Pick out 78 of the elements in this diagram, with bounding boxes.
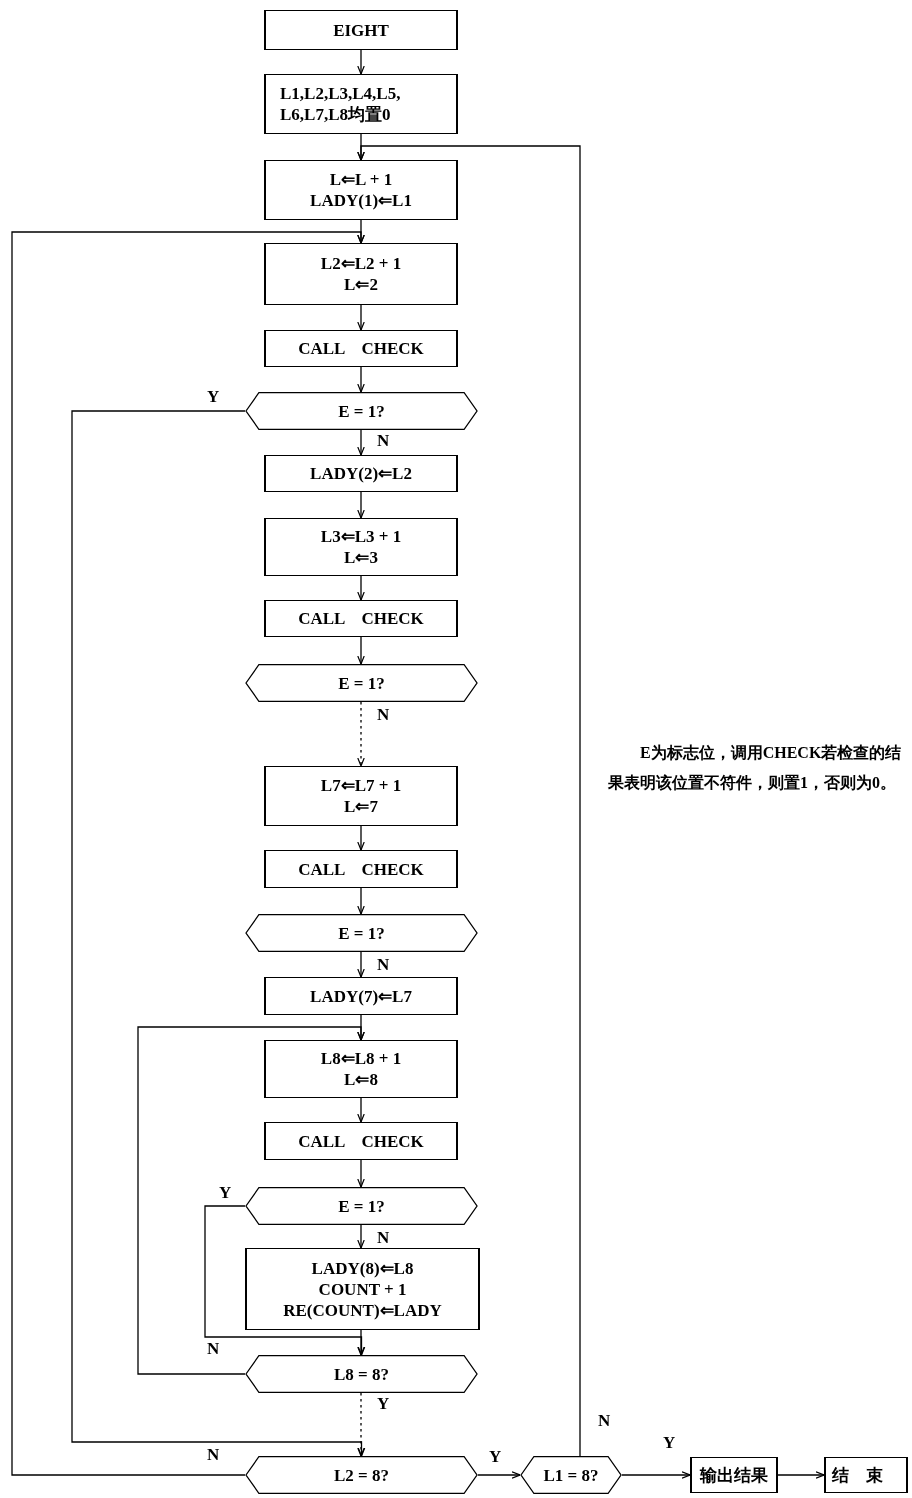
statement-text: L⇐3 xyxy=(344,547,378,568)
condition-text: E = 1? xyxy=(338,672,385,694)
process-box xyxy=(264,330,458,367)
statement-text: 输出结果 xyxy=(700,1464,768,1486)
arrow xyxy=(357,887,365,915)
arrow xyxy=(357,1224,365,1249)
condition-text: E = 1? xyxy=(338,1195,385,1217)
note-text: E为标志位，调用CHECK若检查的结果表明该位置不符件，则置1，否则为0。 xyxy=(608,743,903,793)
arrow xyxy=(357,701,365,767)
statement-text: EIGHT xyxy=(333,19,389,41)
arrow xyxy=(621,1471,691,1479)
statement-text: L8⇐L8 + 1 xyxy=(320,1048,402,1069)
statement-text: LADY(1)⇐L1 xyxy=(310,190,412,211)
arrow xyxy=(357,575,365,601)
arrow xyxy=(357,1329,365,1356)
decision-hexagon xyxy=(245,664,478,702)
decision-hexagon xyxy=(245,1355,478,1393)
process-box xyxy=(264,10,458,50)
condition-text: L2 = 8? xyxy=(334,1464,389,1486)
arrow xyxy=(777,1471,825,1479)
process-box xyxy=(264,766,458,826)
arrow xyxy=(357,491,365,519)
process-box xyxy=(264,74,458,134)
decision-hexagon xyxy=(245,1456,478,1494)
arrow xyxy=(357,1097,365,1123)
decision-hexagon xyxy=(245,1187,478,1225)
process-box xyxy=(245,1248,480,1330)
process-box xyxy=(264,977,458,1015)
statement-text: L1,L2,L3,L4,L5, L6,L7,L8均置0 xyxy=(280,83,402,125)
statement-text: L⇐2 xyxy=(344,274,378,295)
arrow xyxy=(71,410,366,1457)
arrow xyxy=(357,1392,365,1457)
process-box xyxy=(264,160,458,220)
condition-text: E = 1? xyxy=(338,922,385,944)
process-box xyxy=(690,1457,778,1493)
condition-text: E = 1? xyxy=(338,400,385,422)
statement-text: LADY(7)⇐L7 xyxy=(310,985,412,1007)
process-box xyxy=(264,600,458,637)
arrow xyxy=(357,825,365,851)
statement-text: COUNT + 1 xyxy=(318,1278,407,1300)
arrow xyxy=(357,636,365,665)
process-box xyxy=(824,1457,908,1493)
statement-text: CALL CHECK xyxy=(298,608,424,629)
statement-text: L3⇐L3 + 1 xyxy=(320,526,402,547)
condition-text: L8 = 8? xyxy=(334,1363,389,1385)
statement-text: CALL CHECK xyxy=(298,1130,424,1152)
arrow xyxy=(357,304,365,331)
statement-text: L⇐L + 1 xyxy=(329,169,393,190)
decision-hexagon xyxy=(245,392,478,430)
arrow xyxy=(137,1026,365,1375)
arrow xyxy=(11,231,365,1476)
statement-text: RE(COUNT)⇐LADY xyxy=(283,1299,442,1321)
statement-text: L7⇐L7 + 1 xyxy=(320,775,402,796)
decision-hexagon xyxy=(245,914,478,952)
arrow xyxy=(357,1159,365,1188)
process-box xyxy=(264,1122,458,1160)
process-box xyxy=(264,455,458,492)
process-box xyxy=(264,518,458,576)
arrow xyxy=(357,49,365,75)
arrow xyxy=(357,366,365,393)
process-box xyxy=(264,1040,458,1098)
statement-text: L⇐7 xyxy=(344,796,378,817)
arrow xyxy=(204,1205,366,1356)
statement-text: L2⇐L2 + 1 xyxy=(320,253,402,274)
arrow xyxy=(477,1471,521,1479)
process-box xyxy=(264,243,458,305)
arrow xyxy=(357,145,581,1457)
statement-text: L⇐8 xyxy=(344,1069,378,1090)
statement-text: LADY(8)⇐L8 xyxy=(311,1257,414,1279)
arrow xyxy=(357,429,365,456)
statement-text: CALL CHECK xyxy=(298,338,424,359)
condition-text: L1 = 8? xyxy=(543,1464,599,1486)
statement-text: LADY(2)⇐L2 xyxy=(310,463,412,484)
statement-text: 结束 xyxy=(832,1464,900,1486)
statement-text: CALL CHECK xyxy=(298,858,424,880)
process-box xyxy=(264,850,458,888)
arrow xyxy=(357,951,365,978)
decision-hexagon xyxy=(520,1456,622,1494)
